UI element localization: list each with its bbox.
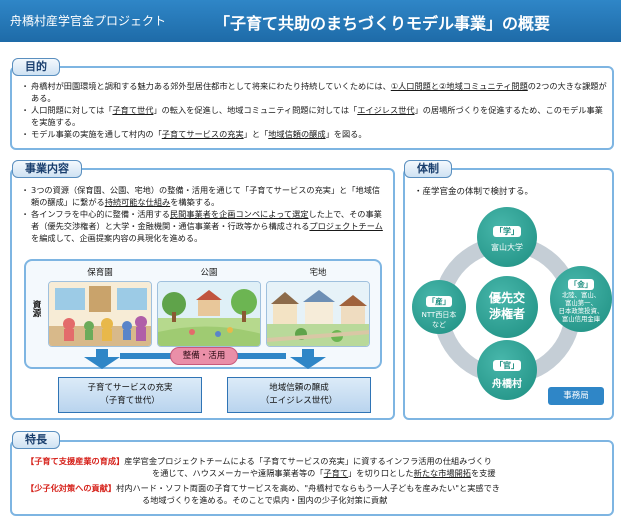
resources-label: 資源 bbox=[31, 299, 41, 317]
utilization-badge-text: 整備・活用 bbox=[182, 351, 226, 361]
park-image bbox=[157, 281, 261, 347]
nursery-image bbox=[48, 281, 152, 347]
center-line-2: 渉権者 bbox=[488, 307, 525, 321]
center-line-1: 優先交 bbox=[488, 291, 525, 305]
circle-government: 「官」 舟橋村 bbox=[477, 340, 537, 400]
purpose-label: 目的 bbox=[12, 58, 60, 76]
secretariat-badge: 事務局 bbox=[548, 387, 604, 405]
industry-name: NTT西日本 bbox=[421, 311, 457, 319]
purpose-bullet-3: モデル事業の実施を通して村内の「子育てサービスの充実」と「地域信頼の醸成」を図る… bbox=[21, 128, 608, 140]
circle-academia: 「学」 富山大学 bbox=[477, 207, 537, 267]
outcome-trust: 地域信頼の醸成 （エイジレス世代） bbox=[227, 377, 371, 413]
finance-name-1: 北陸、富山、 bbox=[561, 291, 601, 299]
industry-name-2: など bbox=[432, 321, 446, 329]
feature-2-line-1: 【少子化対策への貢献】村内ハード・ソフト両面の子育てサービスを高め、"舟橋村でな… bbox=[26, 483, 500, 493]
industry-tag: 「産」 bbox=[425, 296, 453, 307]
housing-image bbox=[266, 281, 370, 347]
feature-1-line-1: 【子育て支援産業の育成】産学官金プロジェクトチームによる「子育てサービスの充実」… bbox=[26, 456, 492, 466]
outcome-trust-title: 地域信頼の醸成 bbox=[269, 383, 329, 393]
outcome-childcare-sub: （子育て世代） bbox=[100, 396, 160, 406]
circle-finance: 「金」 北陸、富山、 富山第一、 日本政策投資、 富山信用金庫 bbox=[550, 266, 612, 332]
circle-center: 優先交 渉権者 bbox=[476, 276, 538, 338]
features-box bbox=[10, 440, 614, 516]
header-banner: 舟橋村産学官金プロジェクト 「子育て共助のまちづくりモデル事業」の概要 bbox=[0, 0, 621, 42]
system-label: 体制 bbox=[404, 160, 452, 178]
finance-name-4: 富山信用金庫 bbox=[561, 315, 601, 323]
utilization-badge: 整備・活用 bbox=[170, 347, 238, 365]
page-title: 「子育て共助のまちづくりモデル事業」の概要 bbox=[214, 14, 551, 33]
resources-panel: 資源 保育園 公園 宅地 bbox=[24, 259, 382, 369]
outcome-trust-sub: （エイジレス世代） bbox=[260, 396, 338, 406]
finance-name-2: 富山第一、 bbox=[565, 299, 597, 307]
feature-2-tag: 【少子化対策への貢献】 bbox=[26, 483, 117, 493]
business-label: 事業内容 bbox=[12, 160, 82, 178]
finance-name-3: 日本政策投資、 bbox=[558, 307, 604, 315]
outcome-childcare-title: 子育てサービスの充実 bbox=[87, 383, 173, 393]
circle-industry: 「産」 NTT西日本 など bbox=[412, 280, 466, 334]
government-tag: 「官」 bbox=[493, 360, 521, 371]
outcome-childcare: 子育てサービスの充実 （子育て世代） bbox=[58, 377, 202, 413]
system-intro: ・産学官金の体制で検討する。 bbox=[414, 187, 534, 197]
feature-1-tag: 【子育て支援産業の育成】 bbox=[26, 456, 125, 466]
secretariat-text: 事務局 bbox=[563, 391, 589, 401]
business-list: 3つの資源（保育園、公園、宅地）の整備・活用を通じて「子育てサービスの充実」と「… bbox=[21, 184, 386, 244]
academia-name: 富山大学 bbox=[491, 243, 523, 252]
features-label: 特長 bbox=[12, 431, 60, 449]
government-name: 舟橋村 bbox=[492, 379, 522, 390]
finance-tag: 「金」 bbox=[567, 279, 595, 290]
business-bullet-2: 各インフラを中心的に整備・活用する民間事業者を企画コンペによって選定した上で、そ… bbox=[21, 208, 386, 244]
purpose-bullet-1: 舟橋村が田園環境と調和する魅力ある郊外型居住都市として将来にわたり持続していくた… bbox=[21, 80, 608, 104]
purpose-list: 舟橋村が田園環境と調和する魅力ある郊外型居住都市として将来にわたり持続していくた… bbox=[21, 80, 608, 140]
photo-label-housing: 宅地 bbox=[309, 268, 327, 278]
academia-tag: 「学」 bbox=[493, 226, 521, 237]
business-bullet-1: 3つの資源（保育園、公園、宅地）の整備・活用を通じて「子育てサービスの充実」と「… bbox=[21, 184, 386, 208]
photo-label-park: 公園 bbox=[200, 268, 218, 278]
purpose-bullet-2: 人口問題に対しては「子育て世代」の転入を促進し、地域コミュニティ問題に対しては「… bbox=[21, 104, 608, 128]
photo-label-nursery: 保育園 bbox=[87, 268, 113, 278]
feature-2-line-2: る地域づくりを進める。そのことで県内・国内の少子化対策に貢献 bbox=[142, 495, 388, 505]
feature-1-line-2: を通じて、ハウスメーカーや遠隔事業者等の「子育て」を切り口とした新たな市場開拓を… bbox=[152, 468, 496, 478]
org-name: 舟橋村産学官金プロジェクト bbox=[10, 14, 167, 28]
